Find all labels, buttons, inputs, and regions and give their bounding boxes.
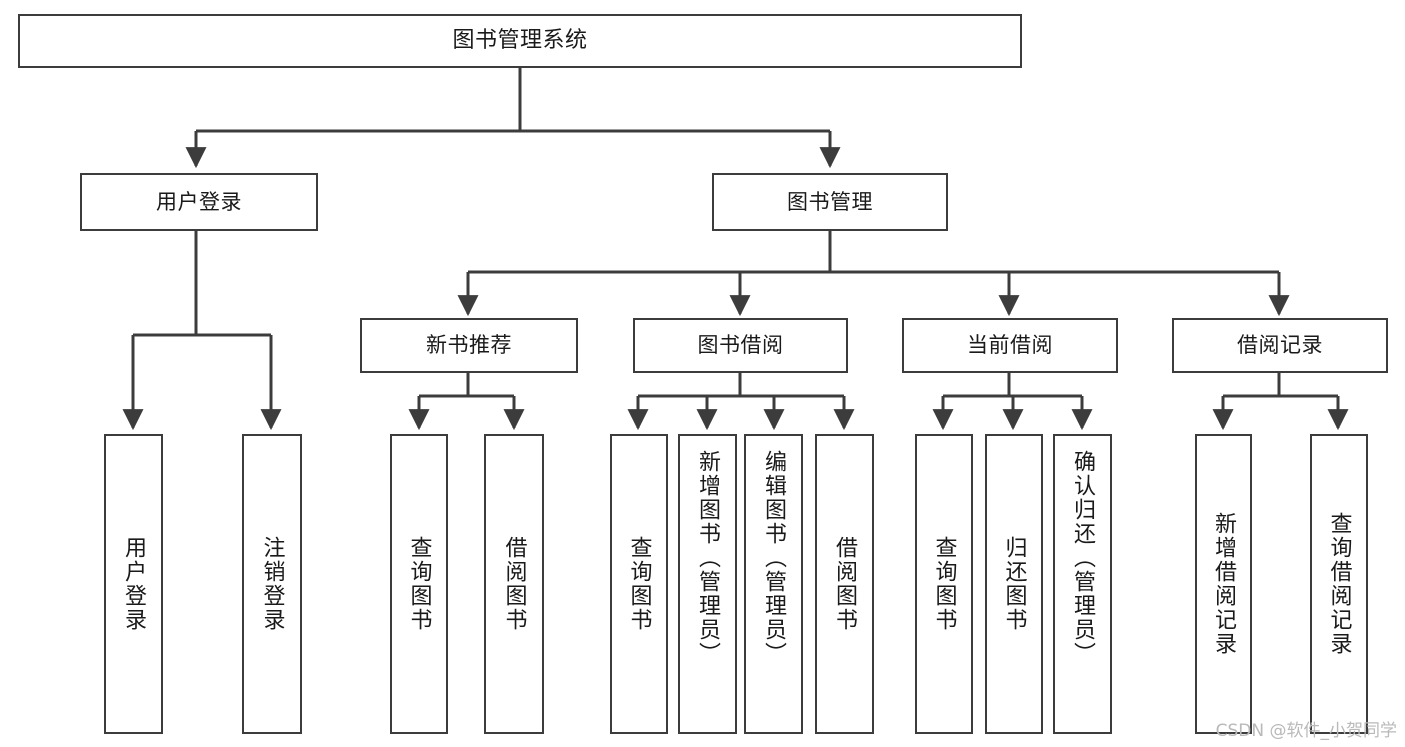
node-new-book-recommend[interactable]: 新书推荐 — [360, 318, 578, 373]
node-leaf-query-book-2-label: 查询图书 — [626, 536, 652, 632]
node-borrow-record-label: 借阅记录 — [1237, 333, 1323, 358]
node-leaf-borrow-book-1[interactable]: 借阅图书 — [484, 434, 544, 734]
node-user-login[interactable]: 用户登录 — [80, 173, 318, 231]
node-leaf-add-borrow-record[interactable]: 新增借阅记录 — [1195, 434, 1252, 734]
node-new-book-recommend-label: 新书推荐 — [426, 333, 512, 358]
node-leaf-query-borrow-record[interactable]: 查询借阅记录 — [1310, 434, 1368, 734]
node-user-login-label: 用户登录 — [156, 189, 242, 214]
node-leaf-add-book-label: 新增图书（管理员） — [695, 450, 721, 666]
node-leaf-return-book-label: 归还图书 — [1001, 536, 1027, 632]
node-leaf-query-book-3[interactable]: 查询图书 — [915, 434, 973, 734]
node-leaf-query-book-1[interactable]: 查询图书 — [390, 434, 448, 734]
node-leaf-query-book-1-label: 查询图书 — [406, 536, 432, 632]
node-book-management-label: 图书管理 — [787, 189, 873, 214]
node-leaf-edit-book-label: 编辑图书（管理员） — [761, 450, 787, 666]
node-leaf-user-login[interactable]: 用户登录 — [104, 434, 163, 734]
csdn-watermark: CSDN @软件_小贺同学 — [1215, 721, 1397, 741]
node-leaf-edit-book[interactable]: 编辑图书（管理员） — [744, 434, 803, 734]
node-leaf-borrow-book-2[interactable]: 借阅图书 — [815, 434, 874, 734]
node-leaf-add-borrow-record-label: 新增借阅记录 — [1211, 512, 1237, 656]
node-current-borrow[interactable]: 当前借阅 — [902, 318, 1118, 373]
node-leaf-add-book[interactable]: 新增图书（管理员） — [678, 434, 737, 734]
node-book-borrow-label: 图书借阅 — [697, 333, 784, 358]
node-leaf-confirm-return-label: 确认归还（管理员） — [1070, 450, 1096, 666]
node-borrow-record[interactable]: 借阅记录 — [1172, 318, 1388, 373]
node-leaf-query-borrow-record-label: 查询借阅记录 — [1326, 512, 1352, 656]
node-root[interactable]: 图书管理系统 — [18, 14, 1022, 68]
node-leaf-borrow-book-2-label: 借阅图书 — [832, 536, 858, 632]
node-leaf-borrow-book-1-label: 借阅图书 — [501, 536, 527, 632]
node-leaf-user-login-label: 用户登录 — [121, 536, 147, 632]
node-leaf-logout[interactable]: 注销登录 — [242, 434, 302, 734]
node-leaf-query-book-2[interactable]: 查询图书 — [610, 434, 668, 734]
node-leaf-confirm-return[interactable]: 确认归还（管理员） — [1053, 434, 1112, 734]
node-book-management[interactable]: 图书管理 — [712, 173, 948, 231]
node-book-borrow[interactable]: 图书借阅 — [633, 318, 848, 373]
node-leaf-query-book-3-label: 查询图书 — [931, 536, 957, 632]
node-root-label: 图书管理系统 — [452, 28, 588, 54]
node-leaf-logout-label: 注销登录 — [259, 536, 285, 632]
node-leaf-return-book[interactable]: 归还图书 — [985, 434, 1043, 734]
node-current-borrow-label: 当前借阅 — [967, 333, 1053, 358]
